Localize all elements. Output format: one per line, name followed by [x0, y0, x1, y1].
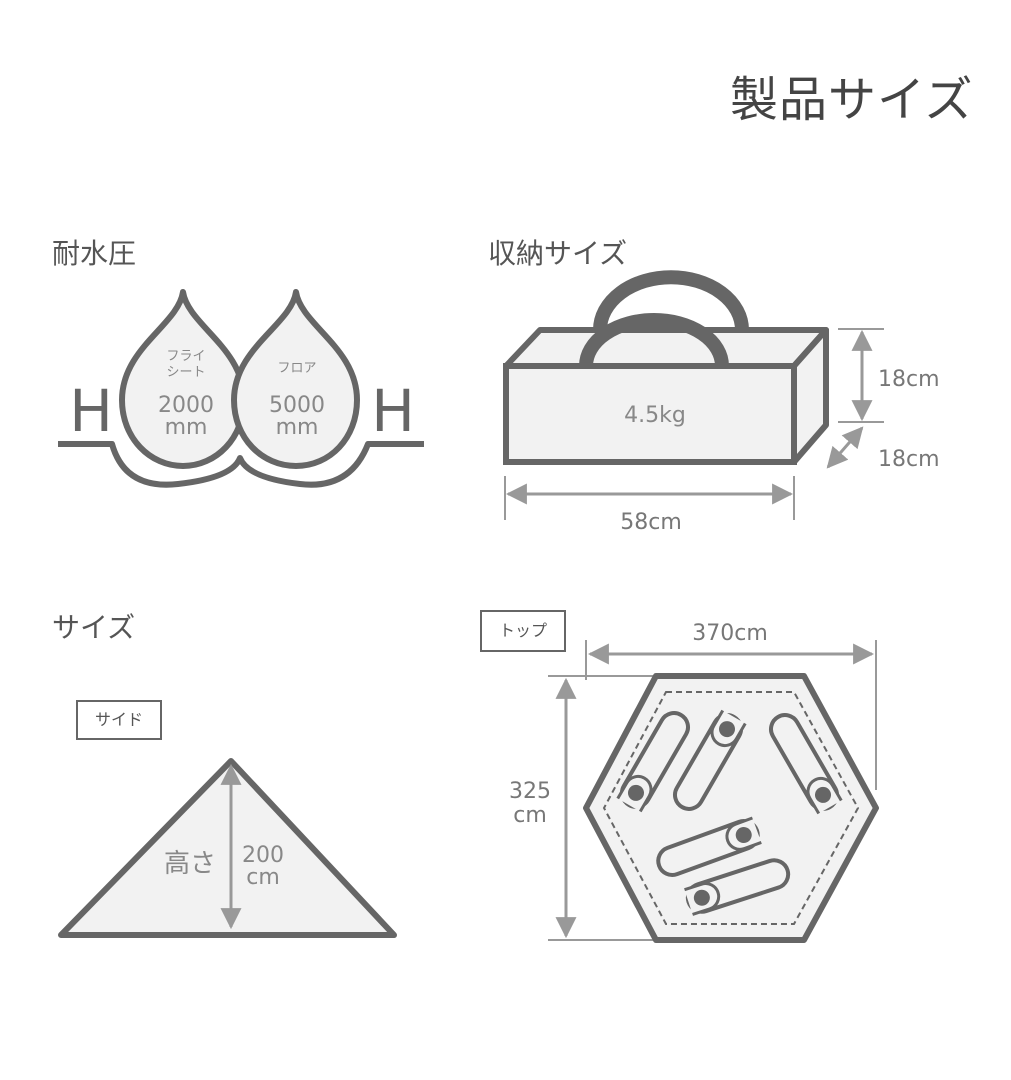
- tent-height-value: 200: [242, 843, 284, 868]
- inner-tent-outline: [602, 691, 860, 925]
- page-title: 製品サイズ: [730, 72, 974, 128]
- storage-bag-diagram: 4.5kg 18cm 18cm 58cm: [503, 270, 940, 535]
- tent-depth-value: 325: [509, 779, 551, 804]
- tent-height-unit: cm: [246, 865, 280, 890]
- side-view-tag: サイド: [76, 700, 162, 740]
- depth-arrow: [826, 426, 864, 469]
- water-pressure-title: 耐水圧: [52, 237, 137, 270]
- floor-label: フロア: [277, 361, 316, 376]
- side-view-diagram: 高さ 200 cm: [58, 758, 397, 938]
- size-title: サイズ: [52, 611, 136, 644]
- floor-unit: mm: [276, 415, 319, 440]
- water-h-right: H: [371, 377, 415, 445]
- fly-value: 2000: [158, 393, 214, 418]
- fly-sheet-drop-icon: [119, 289, 247, 469]
- water-pressure-diagram: H H フライ シート 2000 mm フロア 5000 mm: [58, 289, 424, 488]
- floor-drop-icon: [231, 289, 360, 469]
- tent-depth-unit: cm: [513, 803, 547, 828]
- tent-height-label: 高さ: [164, 849, 216, 879]
- water-h-left: H: [69, 377, 113, 445]
- top-view-diagram: 370cm 325 cm: [509, 621, 879, 943]
- bag-width: 58cm: [620, 510, 682, 535]
- storage-size-title: 収納サイズ: [488, 237, 628, 270]
- bag-top: [503, 327, 829, 369]
- bag-depth: 18cm: [878, 447, 940, 472]
- fly-unit: mm: [165, 415, 208, 440]
- tent-side-triangle: [58, 758, 397, 938]
- fly-label-line2: シート: [166, 365, 205, 380]
- tent-width: 370cm: [692, 621, 768, 646]
- bag-height: 18cm: [878, 367, 940, 392]
- bag-front: [503, 363, 797, 465]
- bag-weight: 4.5kg: [624, 403, 686, 428]
- floor-value: 5000: [269, 393, 325, 418]
- fly-label-line1: フライ: [166, 349, 205, 364]
- top-view-tag: トップ: [480, 610, 566, 652]
